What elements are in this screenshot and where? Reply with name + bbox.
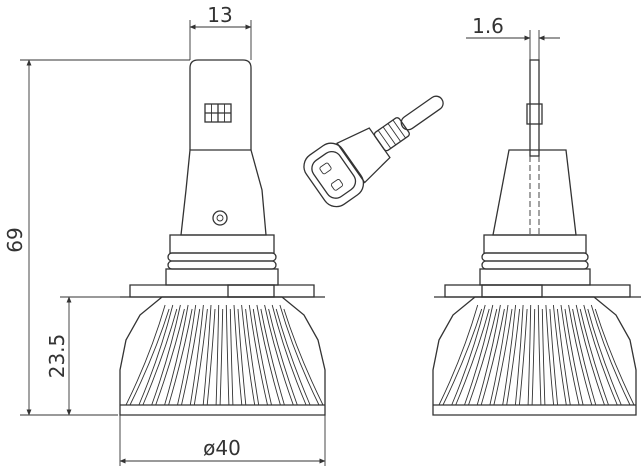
dimension-side-thickness: 1.6 [466, 14, 560, 60]
heatsink-fin-edge [168, 308, 193, 406]
front-locking-tabs [129, 284, 315, 298]
heatsink-fin [225, 304, 230, 406]
heatsink-fin-edge [283, 308, 324, 406]
heatsink-fin [215, 304, 220, 406]
heatsink-fin-edge [518, 308, 528, 406]
heatsink-fin-edge [252, 308, 272, 406]
front-flange-top [169, 234, 275, 254]
led-blade [189, 59, 252, 150]
heatsink-fin-edge [549, 308, 559, 406]
heatsink-fin-edge [572, 308, 597, 406]
heatsink-fin [164, 304, 189, 406]
heatsink-fin-edge [480, 308, 505, 406]
heatsink-fin [537, 304, 542, 406]
front-seal-ring [167, 252, 277, 262]
heatsink-fin-edge [275, 308, 311, 406]
heatsink-fin-edge [541, 308, 546, 406]
side-view [432, 59, 641, 416]
heatsink-fin-edge [506, 308, 521, 406]
heatsink-fin-edge [206, 308, 216, 406]
connector-plug [303, 95, 444, 208]
heatsink-fin [264, 304, 294, 406]
heatsink-fin [125, 304, 166, 406]
heatsink-fin [189, 304, 204, 406]
dimension-base-height: 23.5 [45, 296, 128, 416]
screw-icon [212, 210, 228, 226]
heatsink-fin [527, 304, 532, 406]
heatsink-fin-edge [229, 308, 234, 406]
heatsink-fin [202, 304, 212, 406]
heatsink-fin-edge [455, 308, 490, 406]
front-heatsink-fins [120, 304, 325, 406]
heatsink-fin-edge [468, 308, 498, 406]
side-heatsink-fins [433, 304, 636, 406]
heatsink-fin [590, 304, 631, 406]
heatsink-fin [177, 304, 197, 406]
heatsink-fin-edge [442, 308, 483, 406]
side-locking-tabs [444, 284, 631, 298]
heatsink-fin [560, 304, 580, 406]
heatsink-fin [256, 304, 281, 406]
heatsink-fin [438, 304, 479, 406]
dimension-total-height: 69 [3, 59, 190, 416]
dimension-chip-width-label: 13 [207, 3, 232, 27]
front-seal-ring-2 [167, 260, 277, 270]
heatsink-fin-edge [237, 308, 247, 406]
heatsink-fin [502, 304, 517, 406]
side-heatsink-outline [432, 296, 637, 416]
heatsink-fin-edge [594, 308, 635, 406]
heatsink-fin [583, 304, 618, 406]
heatsink-fin [279, 304, 320, 406]
heatsink-fin [514, 304, 524, 406]
heatsink-fin [271, 304, 307, 406]
front-flange-base [165, 268, 279, 286]
heatsink-fin [233, 304, 243, 406]
side-flange-top [483, 234, 587, 254]
heatsink-fin [575, 304, 605, 406]
heatsink-fin-edge [493, 308, 513, 406]
heatsink-fin-edge [129, 308, 170, 406]
dimension-base-diameter-label: ø40 [203, 436, 241, 460]
heatsink-fin-edge [556, 308, 571, 406]
heatsink-fin [151, 304, 181, 406]
heatsink-fin-edge [531, 308, 536, 406]
side-housing [492, 149, 577, 236]
heatsink-fin [241, 304, 256, 406]
dimension-chip-width: 13 [189, 3, 252, 60]
heatsink-fin-edge [219, 308, 224, 406]
heatsink-fin [464, 304, 494, 406]
heatsink-fin-edge [587, 308, 622, 406]
heatsink-fin-edge [193, 308, 208, 406]
front-view [119, 59, 326, 416]
heatsink-fin [138, 304, 174, 406]
side-blade [529, 59, 540, 157]
lamp-housing [180, 149, 267, 236]
heatsink-fin-edge [564, 308, 584, 406]
heatsink-fin-edge [579, 308, 609, 406]
heatsink-fin [568, 304, 593, 406]
heatsink-fin [248, 304, 268, 406]
dimension-side-thickness-label: 1.6 [472, 14, 504, 38]
heatsink-fin [476, 304, 501, 406]
heatsink-fin-edge [245, 308, 260, 406]
heatsink-fin [552, 304, 567, 406]
led-chip-icon [204, 103, 232, 123]
heatsink-fin-edge [142, 308, 178, 406]
heatsink-fin-edge [155, 308, 185, 406]
heatsink-fin-edge [181, 308, 201, 406]
heatsink-fin [545, 304, 555, 406]
heatsink-fin [489, 304, 509, 406]
side-led-chip [526, 103, 543, 125]
heatsink-fin-edge [260, 308, 285, 406]
dimension-total-height-label: 69 [3, 227, 27, 252]
dimension-base-height-label: 23.5 [45, 334, 69, 379]
dimension-base-diameter: ø40 [119, 415, 326, 466]
heatsink-fin-edge [268, 308, 298, 406]
heatsink-fin [451, 304, 486, 406]
